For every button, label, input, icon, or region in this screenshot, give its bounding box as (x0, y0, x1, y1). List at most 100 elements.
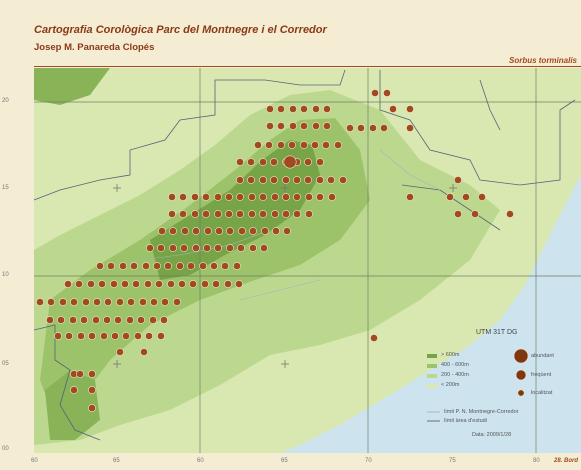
occurrence-dot (168, 193, 176, 201)
occurrence-dot (272, 227, 280, 235)
occurrence-dot (202, 193, 210, 201)
occurrence-dot (179, 193, 187, 201)
occurrence-dot (236, 193, 244, 201)
occurrence-dot (98, 280, 106, 288)
occurrence-dot (265, 141, 273, 149)
occurrence-dot (192, 227, 200, 235)
occurrence-dot (221, 262, 229, 270)
occurrence-dot (142, 262, 150, 270)
occurrence-dot (59, 298, 67, 306)
occurrence-dot (116, 348, 124, 356)
legend-altitude-swatches (427, 354, 437, 388)
occurrence-dot (304, 176, 312, 184)
x-tick: 70 (365, 458, 372, 464)
occurrence-dot (271, 193, 279, 201)
occurrence-dot (82, 298, 90, 306)
occurrence-dot (169, 227, 177, 235)
occurrence-dot (283, 155, 297, 169)
occurrence-dot (383, 89, 391, 97)
occurrence-dot (47, 298, 55, 306)
occurrence-dot (249, 227, 257, 235)
occurrence-dot (266, 122, 274, 130)
occurrence-dot (137, 316, 145, 324)
occurrence-dot (226, 227, 234, 235)
occurrence-dot (202, 210, 210, 218)
occurrence-dot (160, 316, 168, 324)
occurrence-dot (304, 158, 312, 166)
occurrence-dot (226, 244, 234, 252)
occurrence-dot (116, 298, 124, 306)
occurrence-dot (311, 141, 319, 149)
occurrence-dot (104, 298, 112, 306)
occurrence-dot (454, 176, 462, 184)
occurrence-dot (305, 210, 313, 218)
occurrence-dot (179, 210, 187, 218)
occurrence-dot (236, 210, 244, 218)
occurrence-dot (446, 193, 454, 201)
corner-label: 28. Bord (553, 458, 578, 464)
occurrence-dot (88, 404, 96, 412)
title-rule (34, 66, 581, 67)
occurrence-dot (54, 332, 62, 340)
occurrence-dot (88, 386, 96, 394)
occurrence-dot (237, 244, 245, 252)
occurrence-dot (300, 105, 308, 113)
occurrence-dot (289, 122, 297, 130)
occurrence-dot (107, 262, 115, 270)
occurrence-dot (87, 280, 95, 288)
legend-altitude-label: < 200m (441, 382, 460, 388)
occurrence-dot (259, 210, 267, 218)
occurrence-dot (247, 176, 255, 184)
y-tick: 00 (2, 446, 9, 452)
occurrence-dot (248, 193, 256, 201)
legend-altitude-label: 200 - 400m (441, 372, 469, 378)
occurrence-dot (305, 193, 313, 201)
occurrence-dot (293, 193, 301, 201)
occurrence-dot (369, 124, 377, 132)
x-tick: 65 (113, 458, 120, 464)
occurrence-dot (176, 262, 184, 270)
occurrence-dot (201, 280, 209, 288)
map-author: Josep M. Panareda Clopés (34, 42, 155, 53)
occurrence-dot (282, 193, 290, 201)
occurrence-dot (191, 210, 199, 218)
occurrence-dot (155, 280, 163, 288)
occurrence-dot (134, 332, 142, 340)
legend-altitude-label: 400 - 600m (441, 362, 469, 368)
occurrence-dot (210, 262, 218, 270)
occurrence-dot (259, 158, 267, 166)
occurrence-dot (283, 227, 291, 235)
occurrence-dot (328, 193, 336, 201)
occurrence-dot (233, 262, 241, 270)
occurrence-dot (389, 105, 397, 113)
y-tick: 05 (2, 361, 9, 367)
x-tick: 75 (449, 458, 456, 464)
occurrence-dot (88, 332, 96, 340)
occurrence-dot (103, 316, 111, 324)
occurrence-dot (282, 210, 290, 218)
occurrence-dot (203, 244, 211, 252)
x-tick: 60 (31, 458, 38, 464)
occurrence-dot (236, 176, 244, 184)
occurrence-dot (471, 210, 479, 218)
occurrence-dot (259, 193, 267, 201)
occurrence-dot (224, 280, 232, 288)
occurrence-dot (254, 141, 262, 149)
occurrence-dot (225, 193, 233, 201)
occurrence-dot (277, 105, 285, 113)
occurrence-dot (225, 210, 233, 218)
occurrence-dot (406, 193, 414, 201)
occurrence-dot (157, 332, 165, 340)
legend-limit-lines (427, 411, 440, 422)
land-top (150, 140, 320, 280)
occurrence-dot (266, 105, 274, 113)
occurrence-dot (300, 122, 308, 130)
occurrence-dot (322, 141, 330, 149)
occurrence-dot (110, 280, 118, 288)
occurrence-dot (339, 176, 347, 184)
occurrence-dot (212, 280, 220, 288)
occurrence-dot (289, 105, 297, 113)
x-tick: 60 (197, 458, 204, 464)
